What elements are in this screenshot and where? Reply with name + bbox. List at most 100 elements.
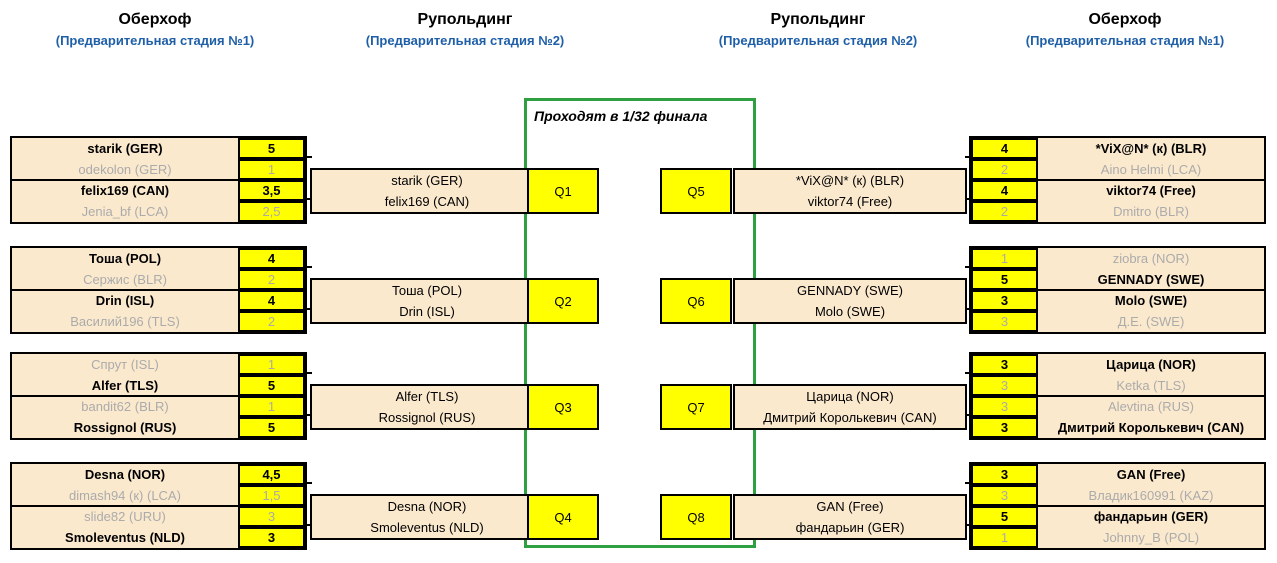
player-score: 4	[971, 138, 1038, 159]
player-score: 3	[238, 527, 305, 548]
connector-line	[965, 308, 971, 310]
pair-divider	[12, 179, 305, 181]
header-city: Оберхоф	[118, 11, 192, 28]
qualifier-slot-q7[interactable]: Q7	[660, 384, 732, 430]
connector-line	[965, 414, 971, 416]
player-name: фандарьин (GER)	[1093, 509, 1209, 524]
player-row[interactable]: 3 Alevtina (RUS)	[971, 396, 1264, 417]
qualifier-player: Molo (SWE)	[814, 304, 886, 319]
player-name: viktor74 (Free)	[1106, 183, 1196, 198]
player-name: Alevtina (RUS)	[1108, 399, 1194, 414]
qualifier-player: viktor74 (Free)	[807, 194, 893, 209]
player-score: 3	[971, 354, 1038, 375]
player-row[interactable]: 3 Владик160991 (KAZ)	[971, 485, 1264, 506]
player-row[interactable]: starik (GER)5	[12, 138, 305, 159]
player-row[interactable]: 1 Johnny_B (POL)	[971, 527, 1264, 548]
qualifier-player: фандарьин (GER)	[795, 520, 905, 535]
pair-divider	[12, 395, 305, 397]
column-header-2: Рупольдинг (Предварительная стадия №2)	[320, 10, 610, 49]
player-score: 5	[971, 269, 1038, 290]
player-row[interactable]: slide82 (URU)3	[12, 506, 305, 527]
player-name: Smoleventus (NLD)	[65, 530, 185, 545]
player-name: Johnny_B (POL)	[1102, 530, 1200, 545]
player-score: 2	[971, 201, 1038, 222]
player-score: 3	[971, 485, 1038, 506]
player-row[interactable]: Тоша (POL) 4	[12, 248, 305, 269]
qualifier-slot-q3[interactable]: Q3	[527, 384, 599, 430]
player-name: Владик160991 (KAZ)	[1088, 488, 1214, 503]
player-row[interactable]: 4*ViX@N* (к) (BLR)	[971, 138, 1264, 159]
player-name: Тоша (POL)	[88, 251, 162, 266]
header-city: Оберхоф	[1088, 11, 1162, 28]
player-score: 3	[971, 311, 1038, 332]
player-name: Д.Е. (SWE)	[1117, 314, 1185, 329]
qualifier-names-box: GENNADY (SWE)Molo (SWE)	[733, 278, 967, 324]
player-score: 1	[971, 527, 1038, 548]
player-row[interactable]: felix169 (CAN) 3,5	[12, 180, 305, 201]
pair-divider	[971, 289, 1264, 291]
header-stage: (Предварительная стадия №2)	[365, 33, 565, 48]
qualifier-player: starik (GER)	[391, 173, 463, 188]
player-row[interactable]: 3 Д.Е. (SWE)	[971, 311, 1264, 332]
player-row[interactable]: Сержис (BLR)2	[12, 269, 305, 290]
connector-line	[305, 414, 312, 416]
player-row[interactable]: dimash94 (к) (LCA)1,5	[12, 485, 305, 506]
qualifier-slot-q1[interactable]: Q1	[527, 168, 599, 214]
player-row[interactable]: Drin (ISL)4	[12, 290, 305, 311]
player-score: 4,5	[238, 464, 305, 485]
qualifier-slot-q2[interactable]: Q2	[527, 278, 599, 324]
player-row[interactable]: Jenia_bf (LCA)2,5	[12, 201, 305, 222]
qualification-title: Проходят в 1/32 финала	[534, 108, 708, 124]
player-row[interactable]: odekolon (GER)1	[12, 159, 305, 180]
player-row[interactable]: Rossignol (RUS)5	[12, 417, 305, 438]
connector-line	[965, 372, 971, 374]
connector-line	[965, 266, 971, 268]
qualifier-player: Desna (NOR)	[387, 499, 467, 514]
player-row[interactable]: Desna (NOR) 4,5	[12, 464, 305, 485]
qualifier-slot-q8[interactable]: Q8	[660, 494, 732, 540]
player-row[interactable]: Smoleventus (NLD) 3	[12, 527, 305, 548]
player-name: felix169 (CAN)	[80, 183, 170, 198]
qualifier-slot-q4[interactable]: Q4	[527, 494, 599, 540]
player-score: 1	[238, 396, 305, 417]
player-score: 2	[238, 269, 305, 290]
player-name: Drin (ISL)	[95, 293, 155, 308]
player-name: Alfer (TLS)	[91, 378, 159, 393]
player-score: 4	[238, 248, 305, 269]
player-row[interactable]: Спрут (ISL)1	[12, 354, 305, 375]
qualifier-player: Царица (NOR)	[806, 389, 894, 404]
qualifier-slot-q6[interactable]: Q6	[660, 278, 732, 324]
pair-divider	[12, 505, 305, 507]
player-name: Desna (NOR)	[84, 467, 166, 482]
connector-line	[305, 524, 312, 526]
player-score: 3,5	[238, 180, 305, 201]
player-name: Спрут (ISL)	[91, 357, 159, 372]
player-score: 3	[971, 396, 1038, 417]
player-row[interactable]: Василий196 (TLS)2	[12, 311, 305, 332]
column-header-1: Оберхоф (Предварительная стадия №1)	[10, 10, 300, 49]
qualifier-slot-q5[interactable]: Q5	[660, 168, 732, 214]
connector-line	[965, 198, 971, 200]
player-name: starik (GER)	[87, 141, 163, 156]
player-name: ziobra (NOR)	[1112, 251, 1190, 266]
player-score: 3	[971, 417, 1038, 438]
player-row[interactable]: bandit62 (BLR)1	[12, 396, 305, 417]
player-row[interactable]: Alfer (TLS)5	[12, 375, 305, 396]
pair-divider	[971, 395, 1264, 397]
